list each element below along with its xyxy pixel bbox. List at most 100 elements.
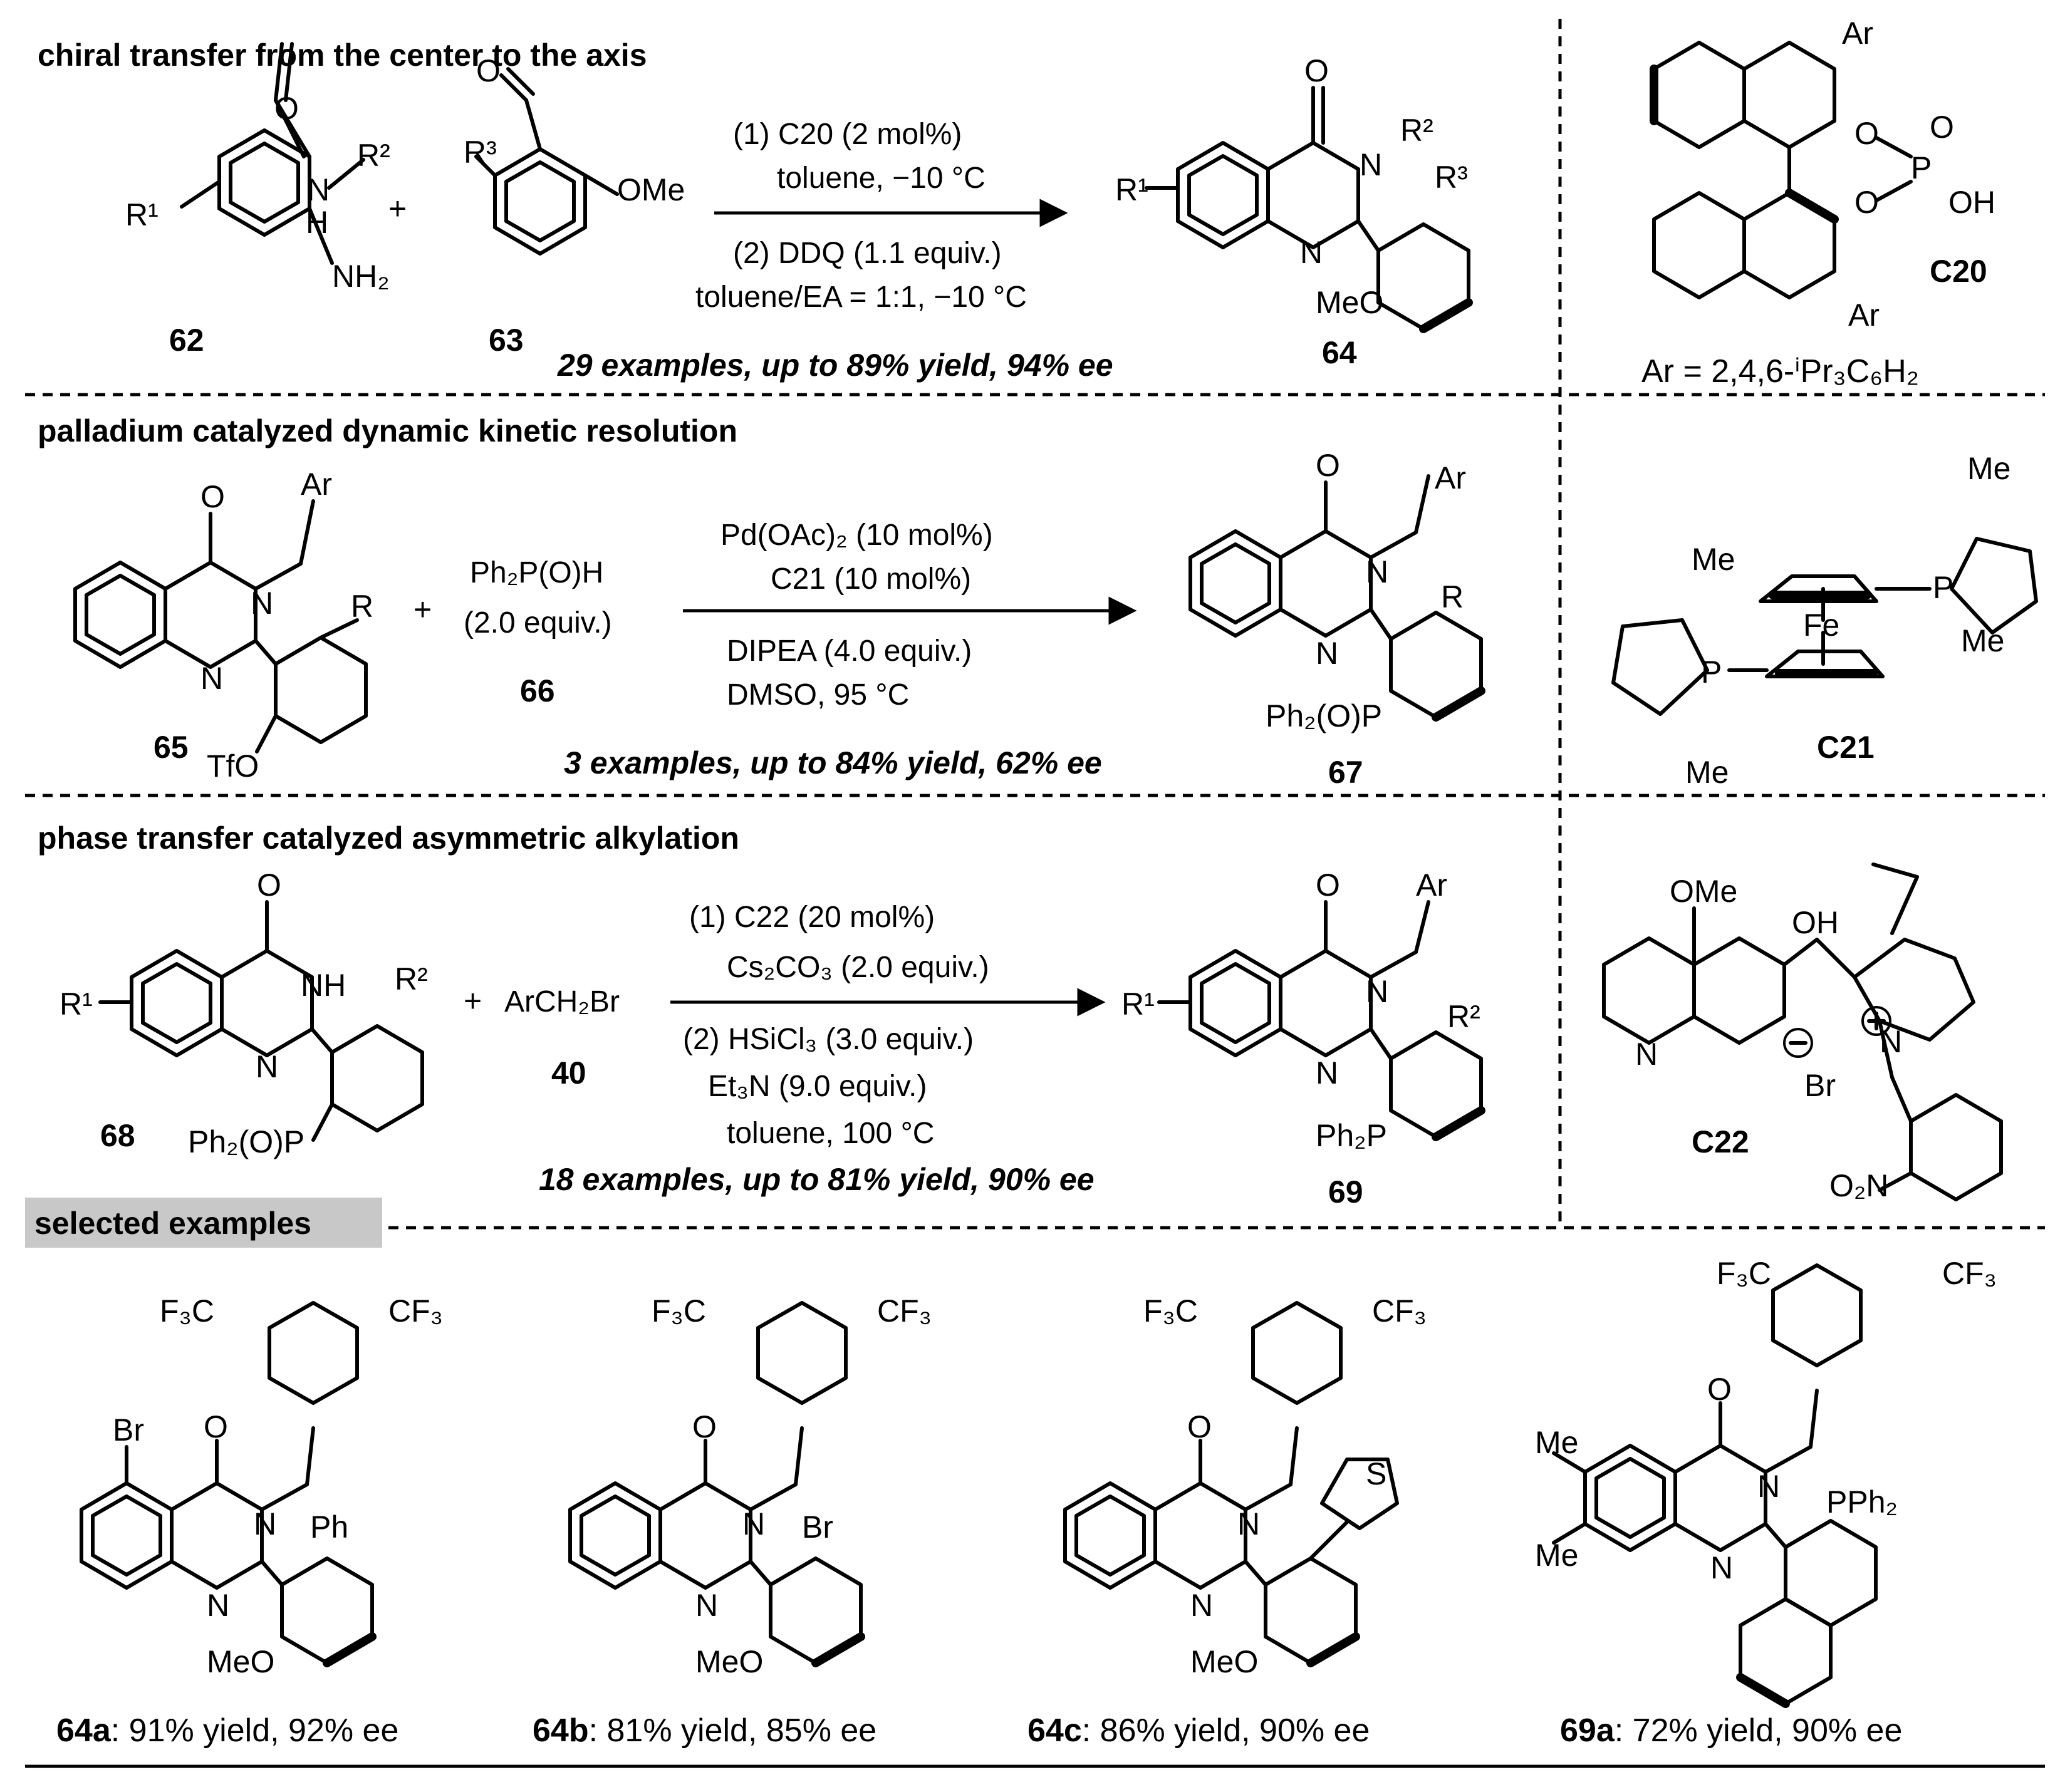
compound-68: O NH N R² Ph₂(O)P R¹ — [60, 868, 428, 1159]
example-69a: F₃C CF₃ O N N PPh₂ Me Me — [1535, 1256, 1997, 1708]
svg-text:N: N — [1880, 1024, 1902, 1059]
label-c21: C21 — [1817, 730, 1875, 765]
svg-text:F₃C: F₃C — [1717, 1256, 1771, 1291]
catalyst-c22: OMe OH N N Br O₂N — [1602, 862, 2003, 1203]
svg-text:Br: Br — [113, 1412, 144, 1448]
example-64b-caption: 64b: 81% yield, 85% ee — [533, 1712, 876, 1749]
section1-heading: chiral transfer from the center to the a… — [38, 38, 647, 73]
label-69: 69 — [1328, 1174, 1363, 1209]
svg-text:R¹: R¹ — [60, 987, 93, 1022]
label-66: 66 — [520, 673, 555, 708]
svg-text:N: N — [1635, 1037, 1658, 1072]
svg-text:N: N — [1237, 1506, 1260, 1541]
reagent-40: ArCH₂Br — [504, 985, 620, 1018]
svg-text:toluene, 100 °C: toluene, 100 °C — [727, 1117, 934, 1150]
svg-text:N: N — [256, 1049, 278, 1084]
svg-text:R³: R³ — [464, 135, 497, 170]
svg-text:O: O — [274, 91, 299, 126]
svg-text:DMSO, 95 °C: DMSO, 95 °C — [727, 678, 909, 712]
catalyst-c21: Fe P P Me Me Me Me — [1611, 451, 2038, 790]
catalyst-c20: Ar Ar O O P O OH — [1650, 16, 1995, 333]
negative-charge-icon — [1783, 1028, 1813, 1058]
svg-text:N: N — [1366, 974, 1388, 1009]
svg-text:Pd(OAc)₂ (10 mol%): Pd(OAc)₂ (10 mol%) — [720, 519, 993, 552]
svg-text:NH: NH — [301, 968, 346, 1003]
svg-text:Me: Me — [1692, 542, 1735, 577]
svg-text:O: O — [257, 868, 281, 903]
svg-text:Br: Br — [1804, 1068, 1836, 1103]
svg-text:O: O — [1854, 116, 1879, 151]
section2-heading: palladium catalyzed dynamic kinetic reso… — [38, 413, 737, 448]
svg-text:N: N — [1366, 554, 1388, 589]
svg-text:F₃C: F₃C — [160, 1293, 214, 1328]
svg-text:P: P — [1911, 150, 1932, 185]
svg-text:O: O — [1316, 868, 1340, 903]
svg-text:Ph₂P: Ph₂P — [1316, 1118, 1387, 1153]
summary-2: 3 examples, up to 84% yield, 62% ee — [564, 745, 1102, 780]
svg-text:O: O — [1930, 110, 1954, 145]
plus-2: + — [413, 592, 432, 627]
svg-text:Fe: Fe — [1803, 608, 1839, 643]
svg-text:MeO: MeO — [1190, 1644, 1258, 1679]
svg-text:O: O — [476, 53, 501, 88]
svg-text:O: O — [692, 1409, 717, 1444]
svg-text:CF₃: CF₃ — [1372, 1293, 1427, 1328]
svg-text:N: N — [742, 1506, 765, 1541]
svg-text:C21 (10 mol%): C21 (10 mol%) — [771, 562, 971, 596]
svg-text:Ph₂(O)P: Ph₂(O)P — [1266, 698, 1382, 733]
svg-text:Me: Me — [1961, 623, 2004, 658]
svg-text:NH₂: NH₂ — [332, 259, 390, 294]
svg-text:N: N — [207, 1588, 229, 1623]
svg-text:toluene/EA = 1:1, −10 °C: toluene/EA = 1:1, −10 °C — [695, 281, 1027, 314]
svg-text:O: O — [1707, 1372, 1732, 1407]
example-64c-caption: 64c: 86% yield, 90% ee — [1027, 1712, 1370, 1749]
example-64c: F₃C CF₃ O N N S MeO — [1063, 1293, 1427, 1679]
svg-text:Me: Me — [1685, 755, 1729, 790]
svg-text:R³: R³ — [1435, 160, 1468, 195]
svg-text:OMe: OMe — [617, 172, 685, 207]
svg-text:O: O — [1316, 448, 1340, 483]
svg-text:N: N — [1360, 147, 1382, 182]
positive-charge-icon — [1861, 1006, 1891, 1036]
label-63: 63 — [489, 323, 524, 358]
svg-text:R¹: R¹ — [1115, 172, 1148, 207]
svg-text:Ph: Ph — [310, 1510, 348, 1545]
svg-text:MeO: MeO — [695, 1644, 763, 1679]
compound-67: O N N Ar R Ph₂(O)P — [1188, 448, 1485, 733]
compound-63: O OMe R³ — [464, 53, 685, 256]
svg-text:OH: OH — [1792, 905, 1839, 940]
svg-text:DIPEA (4.0 equiv.): DIPEA (4.0 equiv.) — [727, 634, 972, 668]
svg-text:O: O — [1854, 185, 1879, 220]
svg-text:R²: R² — [1400, 113, 1433, 148]
svg-text:Me: Me — [1535, 1538, 1578, 1573]
compound-69: O N N Ar R² Ph₂P R¹ — [1121, 868, 1485, 1153]
svg-text:Ar: Ar — [1842, 16, 1873, 51]
svg-text:CF₃: CF₃ — [388, 1293, 443, 1328]
svg-text:Me: Me — [1535, 1425, 1578, 1460]
svg-text:toluene, −10 °C: toluene, −10 °C — [777, 162, 986, 195]
svg-text:R¹: R¹ — [1121, 987, 1155, 1022]
svg-text:OH: OH — [1948, 185, 1995, 220]
compound-62: O N H R² NH₂ R¹ — [125, 42, 390, 294]
svg-text:R: R — [1441, 579, 1464, 614]
svg-text:H: H — [306, 205, 328, 240]
c20-ar-definition: Ar = 2,4,6-ⁱPr₃C₆H₂ — [1641, 353, 1919, 390]
example-64b: F₃C CF₃ O N N Br MeO — [568, 1293, 932, 1679]
svg-text:N: N — [1190, 1588, 1213, 1623]
label-62: 62 — [169, 323, 204, 358]
svg-text:F₃C: F₃C — [652, 1293, 706, 1328]
svg-text:P: P — [1933, 570, 1953, 605]
svg-text:Br: Br — [802, 1510, 833, 1545]
svg-text:(1) C22 (20 mol%): (1) C22 (20 mol%) — [689, 901, 935, 934]
svg-text:S: S — [1366, 1456, 1386, 1491]
label-67: 67 — [1328, 755, 1363, 790]
svg-text:N: N — [1300, 235, 1323, 270]
svg-text:(2) HSiCl₃ (3.0 equiv.): (2) HSiCl₃ (3.0 equiv.) — [683, 1023, 974, 1056]
svg-text:N: N — [254, 1506, 276, 1541]
svg-text:O: O — [200, 479, 225, 514]
label-64: 64 — [1322, 335, 1357, 370]
example-64a-caption: 64a: 91% yield, 92% ee — [56, 1712, 398, 1749]
svg-text:O: O — [1187, 1409, 1212, 1444]
svg-text:R²: R² — [1447, 999, 1480, 1034]
